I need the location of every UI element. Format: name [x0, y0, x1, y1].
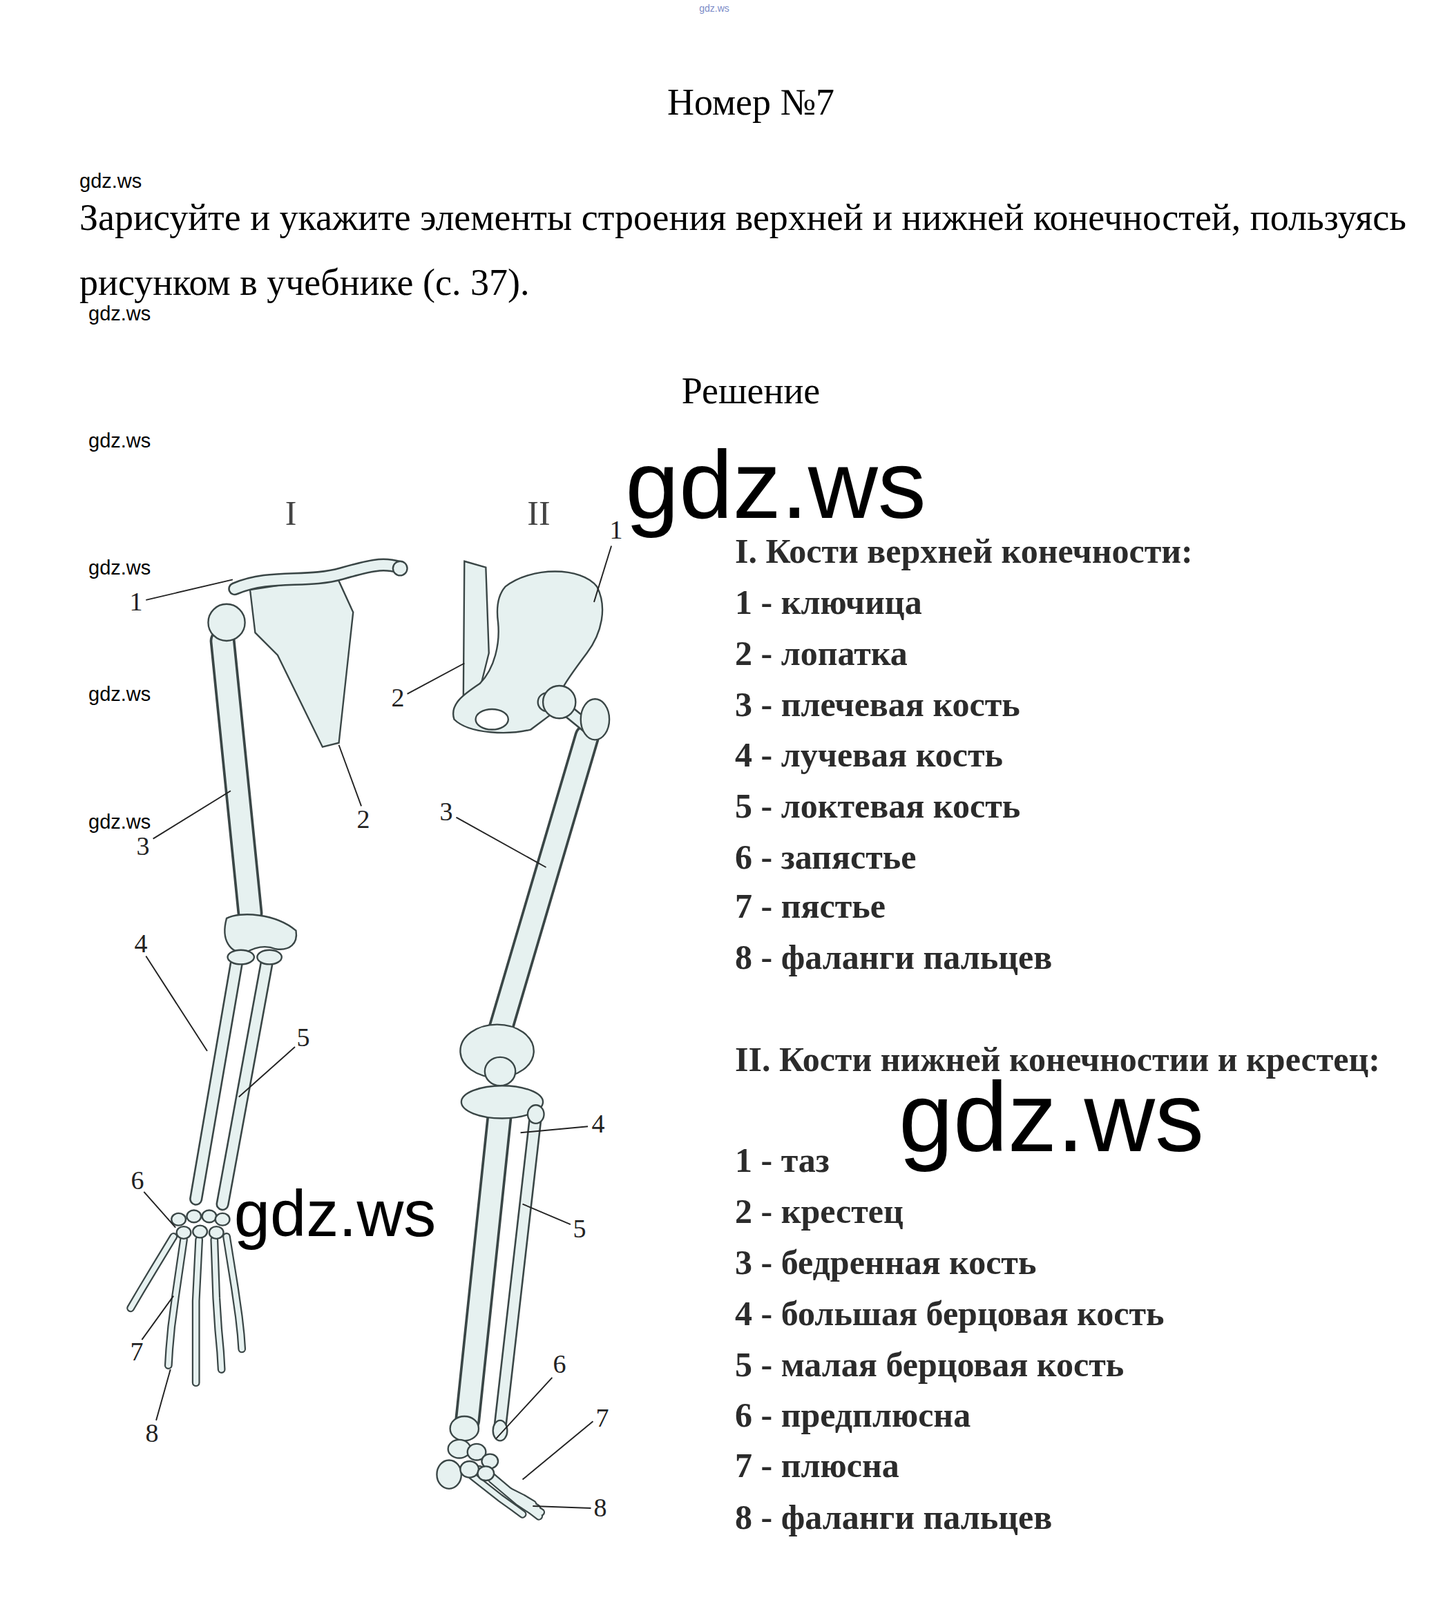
callout-number: 3 — [440, 796, 454, 829]
callout-number: 8 — [594, 1492, 608, 1525]
watermark: gdz.ws — [88, 810, 151, 835]
watermark: gdz.ws — [88, 428, 151, 454]
callout-number: 6 — [553, 1349, 567, 1381]
legend-item: 7 - пястье — [734, 885, 886, 927]
callout-number: 6 — [131, 1165, 145, 1198]
callout-number: 7 — [130, 1336, 144, 1369]
watermark: gdz.ws — [234, 1175, 437, 1254]
callout-number: 1 — [609, 514, 624, 547]
watermark: gdz.ws — [79, 169, 142, 194]
legend-item: 3 - плечевая кость — [734, 683, 1021, 726]
callout-number: 1 — [129, 586, 143, 619]
callout-number: 5 — [297, 1022, 311, 1055]
legend-item: 6 - запястье — [734, 836, 916, 878]
legend-item: 1 - ключица — [734, 581, 923, 624]
watermark: gdz.ws — [625, 426, 927, 543]
callout-number: 3 — [136, 830, 150, 863]
legend-item: 1 - таз — [734, 1139, 830, 1182]
callout-number: 4 — [591, 1108, 606, 1141]
legend-item: 8 - фаланги пальцев — [734, 1496, 1053, 1539]
legend-item: 7 - плюсна — [734, 1445, 900, 1487]
legend-item: 4 - большая берцовая кость — [734, 1293, 1164, 1335]
legend-item: 2 - крестец — [734, 1190, 904, 1233]
legend-item: 6 - предплюсна — [734, 1394, 971, 1437]
leader-lines — [141, 546, 612, 1509]
legend-item: 2 - лопатка — [734, 632, 908, 675]
callout-number: 8 — [145, 1418, 159, 1450]
legend-item: 4 - лучевая кость — [734, 734, 1003, 776]
legend-item: 5 - локтевая кость — [734, 785, 1021, 827]
callout-number: 7 — [596, 1402, 610, 1435]
callout-number: 5 — [573, 1213, 587, 1246]
watermark: gdz.ws — [898, 1058, 1204, 1177]
callout-number: 2 — [391, 682, 405, 715]
section-heading: Решение — [681, 368, 821, 414]
watermark: gdz.ws — [88, 301, 151, 327]
task-text: Зарисуйте и укажите элементы строения ве… — [79, 185, 1413, 315]
watermark: gdz.ws — [699, 2, 730, 15]
legend-item: 8 - фаланги пальцев — [734, 936, 1053, 979]
legend-item: 3 - бедренная кость — [734, 1241, 1037, 1284]
legend-heading: I. Кости верхней конечности: — [734, 530, 1193, 572]
watermark: gdz.ws — [88, 682, 151, 707]
watermark: gdz.ws — [88, 556, 151, 581]
figure-numeral: I — [285, 492, 298, 534]
page-title: Номер №7 — [667, 80, 835, 126]
figure-numeral: II — [527, 492, 550, 534]
callout-number: 2 — [357, 804, 371, 836]
legend-item: 5 - малая берцовая кость — [734, 1344, 1124, 1386]
callout-number: 4 — [134, 928, 148, 961]
